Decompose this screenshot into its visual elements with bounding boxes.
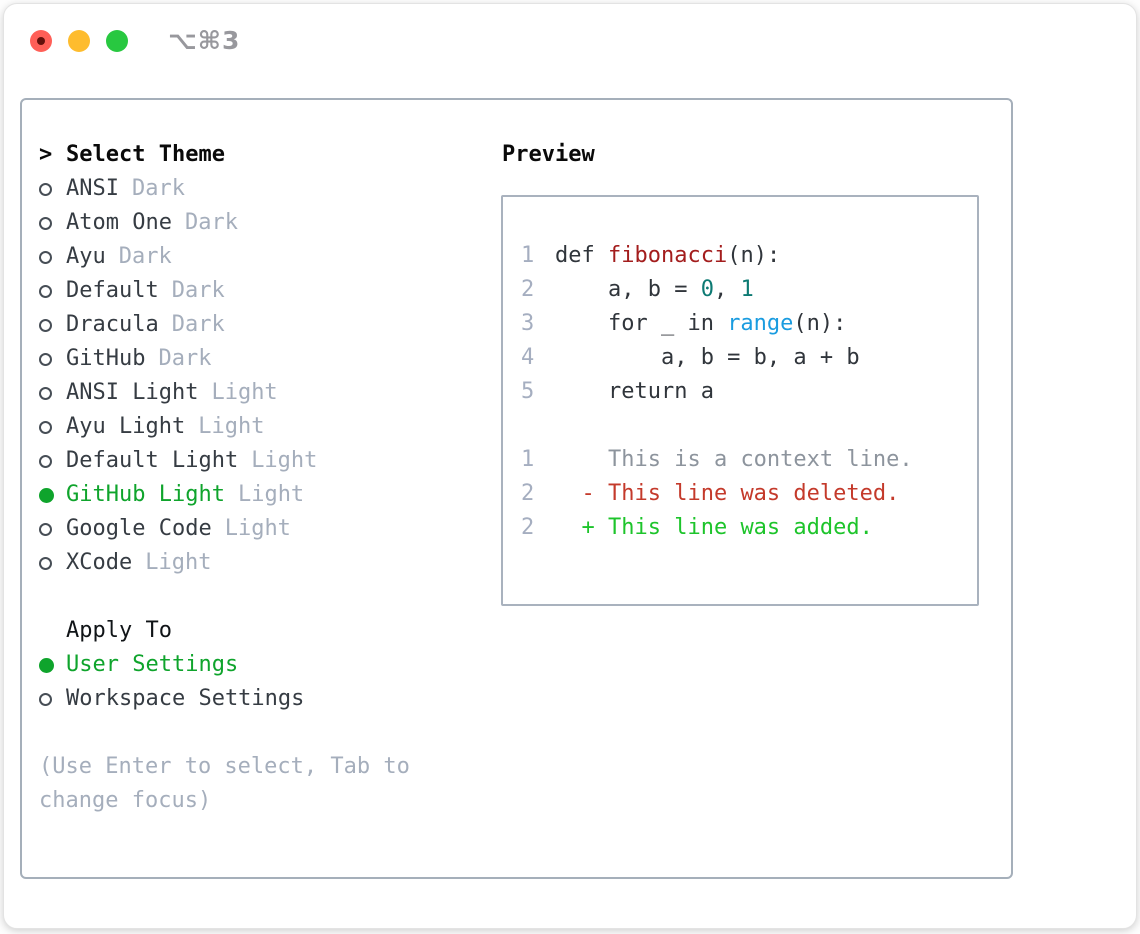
line-number: 1 [521,447,535,472]
line-number: 2 [521,277,535,302]
line-number: 4 [521,345,535,370]
theme-option-ansi-light[interactable]: ANSI Light Light [39,376,501,410]
theme-option-dracula[interactable]: Dracula Dark [39,308,501,342]
radio-icon [39,318,52,332]
diff-line-deleted: 2 - This line was deleted. [521,477,977,511]
theme-option-label: Default Light [66,448,239,473]
theme-option-label: Atom One [66,210,172,235]
theme-variant-label: Light [211,380,278,405]
radio-selected-icon [39,487,54,503]
prompt-caret-icon: > [39,142,53,167]
radio-icon [39,284,52,298]
theme-option-label: XCode [66,550,133,575]
diff-preview: 1 This is a context line.2 - This line w… [521,443,977,545]
radio-icon [39,556,52,570]
theme-option-xcode[interactable]: XCode Light [39,546,501,580]
window-title: ⌥⌘3 [168,26,241,55]
theme-option-label: Dracula [66,312,159,337]
zoom-button[interactable] [106,29,128,52]
theme-variant-label: Light [145,550,212,575]
line-number: 5 [521,379,535,404]
radio-icon [39,692,52,706]
radio-icon [39,386,52,400]
titlebar: ⌥⌘3 [30,26,240,55]
line-number: 3 [521,311,535,336]
radio-icon [39,454,52,468]
diff-text: + This line was added. [581,515,873,540]
theme-option-label: Google Code [66,516,212,541]
code-line: 5 return a [521,375,977,409]
apply-option-label: Workspace Settings [66,686,305,711]
theme-variant-label: Dark [171,278,225,303]
theme-option-default-light[interactable]: Default Light Light [39,444,501,478]
close-dot-icon [37,36,45,45]
diff-line-added: 2 + This line was added. [521,511,977,545]
picker-header: > Select Theme [39,138,501,172]
radio-icon [39,420,52,434]
theme-option-label: ANSI [66,176,119,201]
theme-variant-label: Dark [131,176,185,201]
line-number: 1 [521,243,535,268]
theme-option-github-light[interactable]: GitHub Light Light [39,478,501,512]
theme-variant-label: Light [224,516,291,541]
preview-title: Preview [502,142,595,167]
theme-option-ayu-light[interactable]: Ayu Light Light [39,410,501,444]
theme-option-label: Default [66,278,159,303]
apply-to-header: Apply To [66,618,172,643]
code-line: 2 a, b = 0, 1 [521,273,977,307]
theme-option-label: GitHub [66,346,146,371]
line-number: 2 [521,515,535,540]
radio-icon [39,182,52,196]
line-number: 2 [521,481,535,506]
radio-icon [39,250,52,264]
theme-variant-label: Light [251,448,318,473]
diff-text: - This line was deleted. [581,481,900,506]
diff-text: This is a context line. [581,447,913,472]
theme-variant-label: Dark [184,210,238,235]
theme-option-default[interactable]: Default Dark [39,274,501,308]
theme-option-label: Ayu [66,244,106,269]
apply-option-workspace-settings[interactable]: Workspace Settings [39,682,501,716]
radio-selected-icon [39,657,54,673]
theme-variant-label: Dark [158,346,212,371]
close-button[interactable] [30,29,52,52]
apply-option-user-settings[interactable]: User Settings [39,648,501,682]
theme-variant-label: Light [198,414,265,439]
radio-icon [39,216,52,230]
theme-option-label: ANSI Light [66,380,199,405]
radio-icon [39,352,52,366]
theme-option-google-code[interactable]: Google Code Light [39,512,501,546]
apply-option-label: User Settings [66,652,239,677]
radio-icon [39,522,52,536]
help-text: (Use Enter to select, Tab to change focu… [39,754,410,813]
theme-option-label: GitHub Light [66,482,225,507]
blank-line [521,409,977,443]
theme-option-label: Ayu Light [66,414,186,439]
theme-option-ansi[interactable]: ANSI Dark [39,172,501,206]
theme-option-github[interactable]: GitHub Dark [39,342,501,376]
diff-line-context: 1 This is a context line. [521,443,977,477]
minimize-button[interactable] [68,29,90,52]
theme-variant-label: Dark [118,244,172,269]
theme-option-ayu[interactable]: Ayu Dark [39,240,501,274]
theme-variant-label: Light [237,482,305,507]
picker-title: Select Theme [66,142,225,167]
code-line: 3 for _ in range(n): [521,307,977,341]
theme-option-atom-one[interactable]: Atom One Dark [39,206,501,240]
theme-variant-label: Dark [171,312,225,337]
code-line: 4 a, b = b, a + b [521,341,977,375]
